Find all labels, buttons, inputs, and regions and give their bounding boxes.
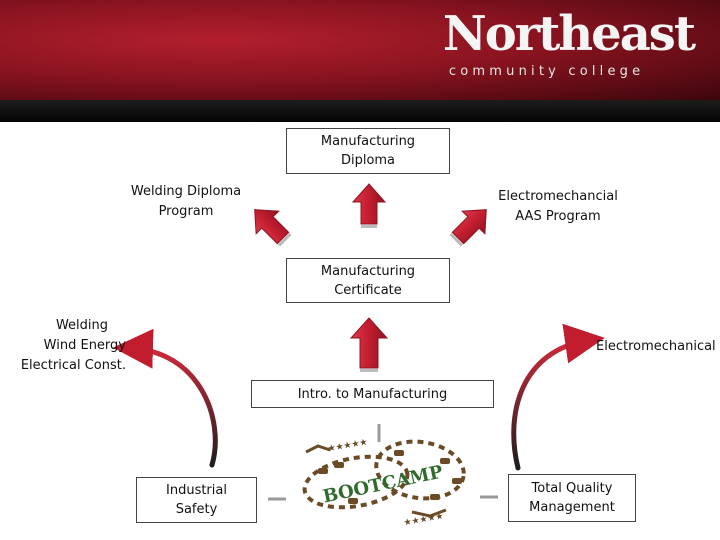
node-electromech-aas: Electromechancial AAS Program <box>498 189 618 224</box>
label-welding: Welding <box>55 318 108 333</box>
header-banner <box>0 0 720 100</box>
node-total-quality: Total Quality Management <box>508 474 636 522</box>
node-manufacturing-diploma: Manufacturing Diploma <box>286 128 450 174</box>
curve-arrow-right <box>511 323 605 471</box>
node-manufacturing-certificate-label: Manufacturing Certificate <box>320 263 416 298</box>
header-strip <box>0 100 720 122</box>
arrow-up-diploma <box>351 183 387 228</box>
bootcamp-tread <box>318 450 462 504</box>
node-total-quality-label: Total Quality Management <box>529 481 615 515</box>
curve-arrow-left <box>113 328 218 468</box>
node-manufacturing-diploma-label: Manufacturing Diploma <box>320 134 416 168</box>
node-industrial-safety-label: Industrial Safety <box>166 483 227 517</box>
bootcamp-stars-top: ★★★★★ <box>327 438 368 455</box>
node-welding-wind-electrical: Welding Wind Energy Electrical Const. <box>10 316 126 376</box>
node-welding-diploma: Welding Diploma Program <box>130 184 242 219</box>
node-intro-manufacturing-label: Intro. to Manufacturing <box>297 386 448 402</box>
node-manufacturing-certificate: Manufacturing Certificate <box>286 258 450 303</box>
arrow-diag-welding <box>254 209 292 247</box>
arrow-up-certificate <box>349 317 389 372</box>
logo-subtitle: community college <box>448 64 645 79</box>
arrow-diag-electromech <box>449 209 487 247</box>
logo-name: Northeast <box>442 6 696 62</box>
node-intro-manufacturing: Intro. to Manufacturing <box>251 380 494 408</box>
label-wind-energy: Wind Energy <box>43 338 126 353</box>
college-logo: Northeast community college <box>442 6 696 79</box>
node-electromechanical: Electromechanical <box>596 339 716 354</box>
bootcamp-logo: BOOTCAMP ★★★★★ ★★★★★ <box>302 438 466 529</box>
label-electrical-const: Electrical Const. <box>20 358 126 373</box>
bootcamp-stars-bottom: ★★★★★ <box>403 512 444 529</box>
node-industrial-safety: Industrial Safety <box>136 477 257 523</box>
